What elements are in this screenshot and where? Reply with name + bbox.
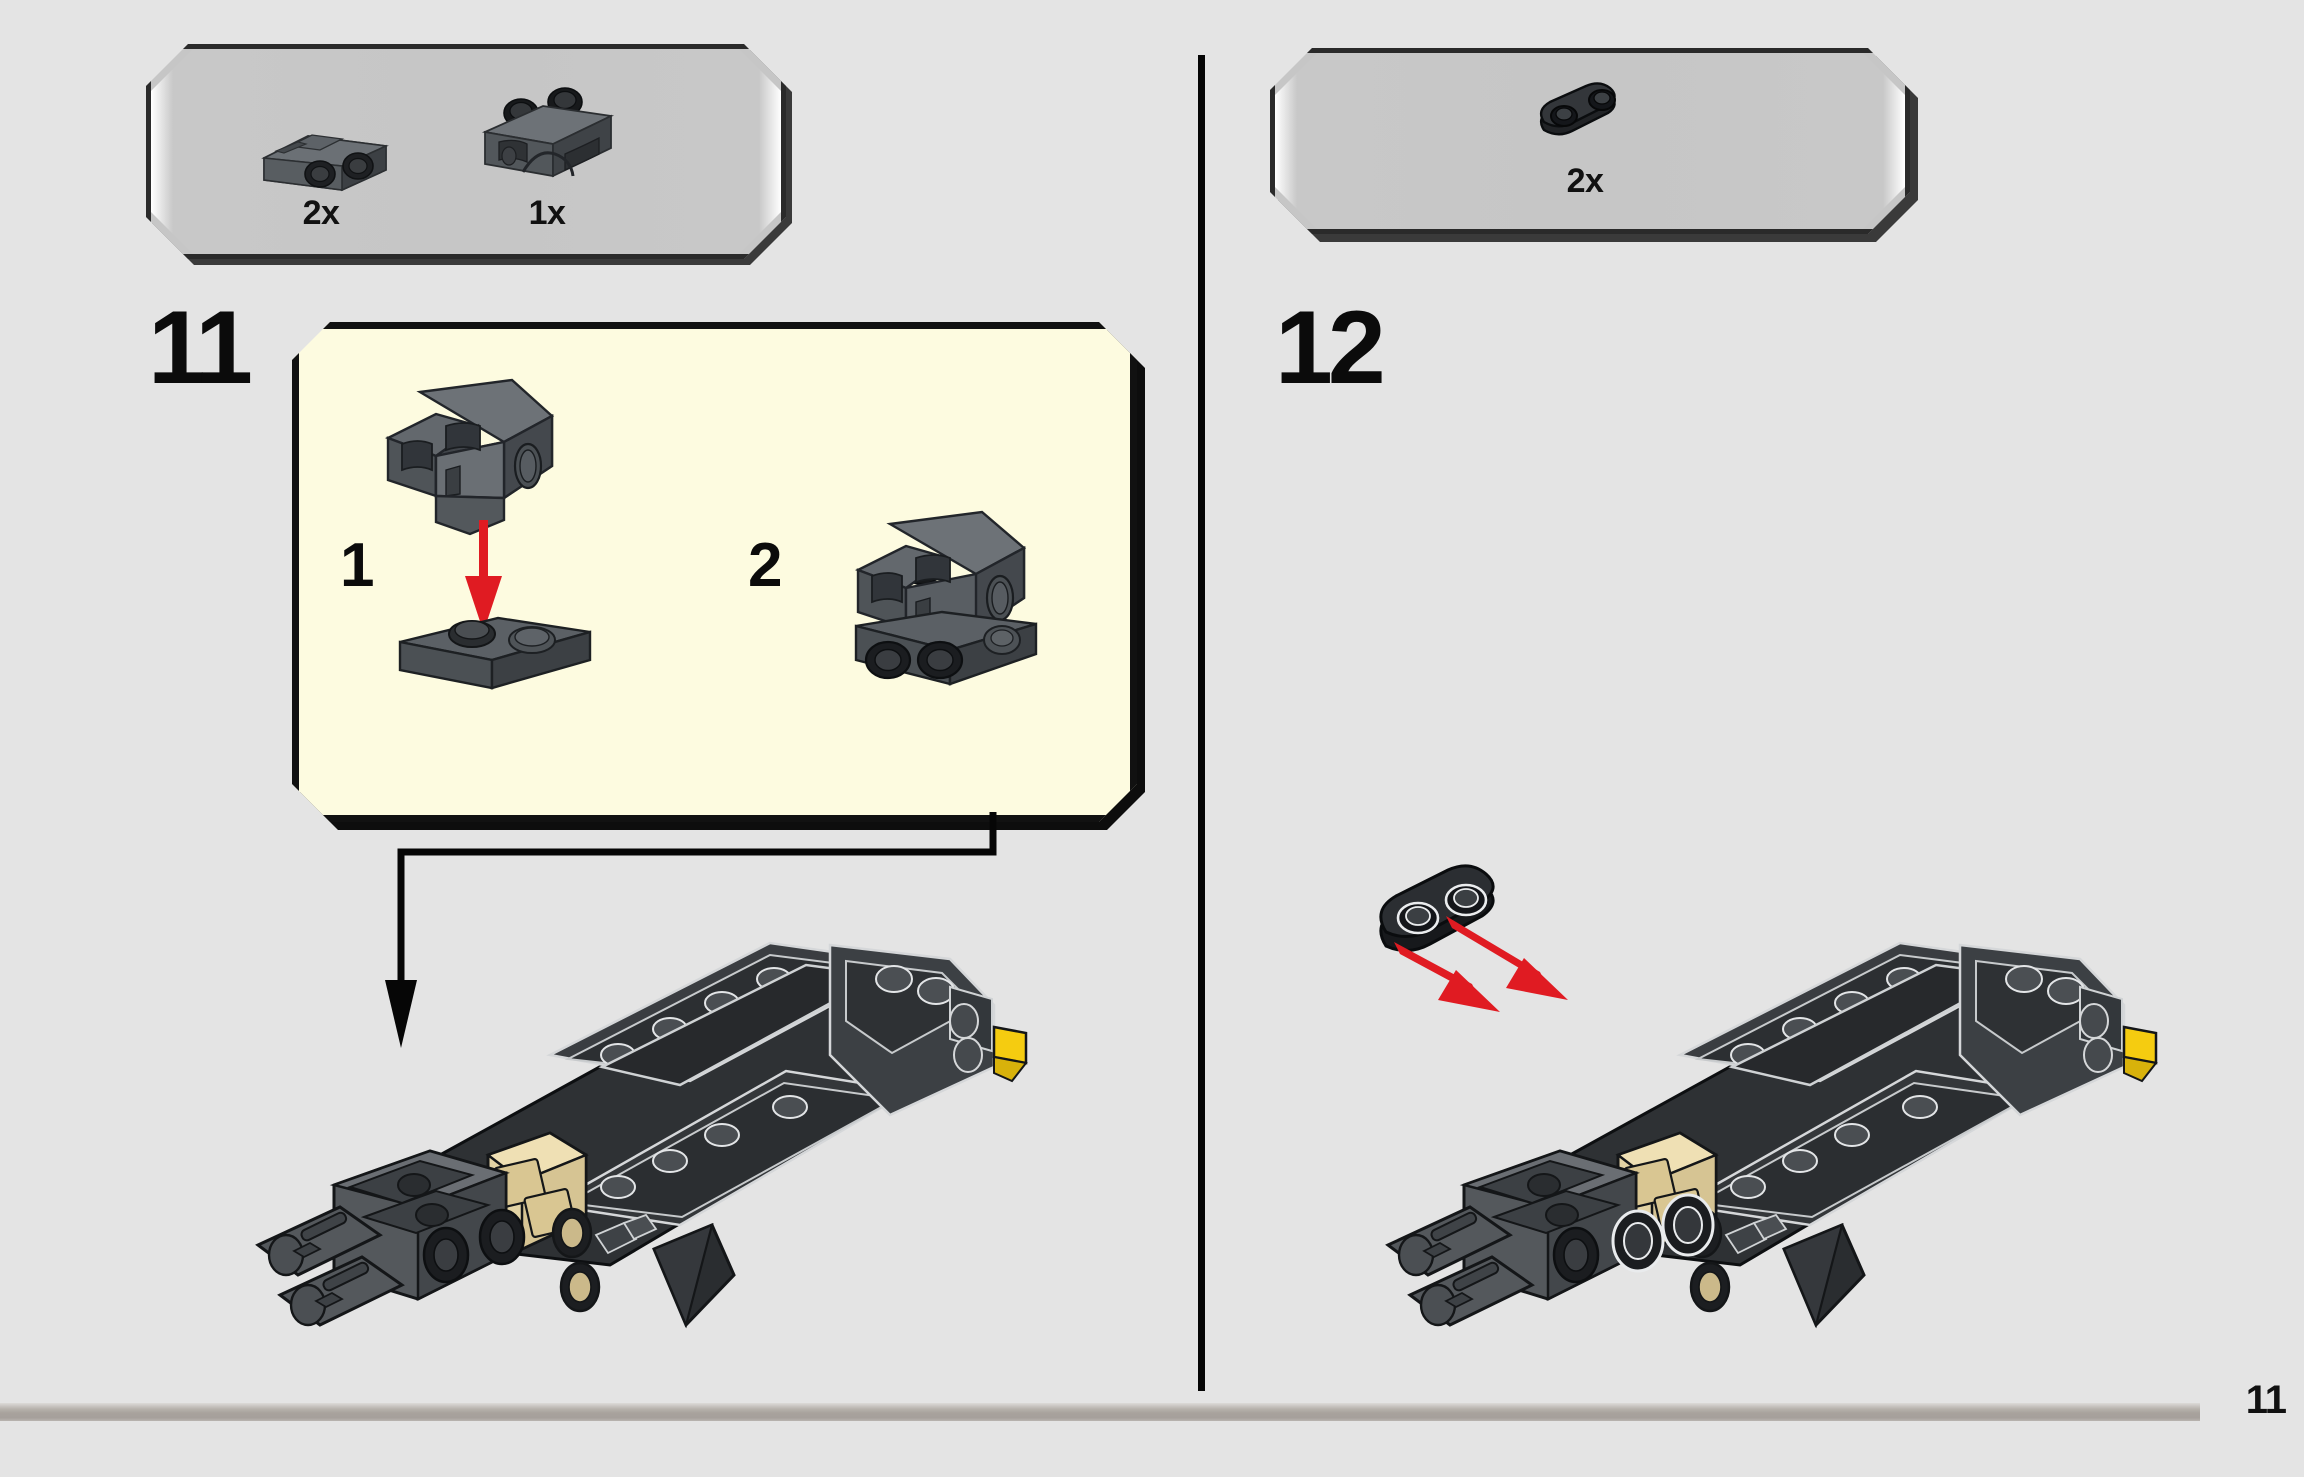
parts-callout-step-11-fill xyxy=(151,49,781,254)
part-entry-step12-0: 2x xyxy=(1490,82,1680,201)
parts-callout-step-12 xyxy=(1270,48,1910,234)
model-step-11 xyxy=(255,941,1028,1329)
step-number-12: 12 xyxy=(1275,290,1386,406)
model-step-12 xyxy=(1385,941,2158,1329)
substep-number-1: 1 xyxy=(340,531,375,600)
part-entry-step11-0: 2x xyxy=(236,104,406,233)
black-round-plate-1x2-floating xyxy=(1379,864,1495,952)
part-count-label: 2x xyxy=(302,194,340,232)
part-count-label: 1x xyxy=(528,194,566,232)
substep-1-red-arrow xyxy=(465,520,502,632)
dark-gray-bracket-1x2-plate-icon xyxy=(261,134,389,192)
sub-assembly-callout-step-11 xyxy=(292,322,1137,822)
part-entry-step11-1: 1x xyxy=(452,80,642,233)
substep-1-lower-part xyxy=(398,616,592,690)
parts-callout-step-12-fill xyxy=(1275,53,1905,229)
footer-rule xyxy=(0,1403,2200,1421)
step-number-11: 11 xyxy=(148,290,253,406)
part-count-label: 2x xyxy=(1566,162,1604,200)
substep-1-artwork xyxy=(385,378,592,690)
red-arrow-upper xyxy=(1446,916,1568,1000)
black-round-plate-1x2-icon xyxy=(1539,82,1616,136)
gray-technic-angled-bracket-icon xyxy=(481,87,614,178)
page-number: 11 xyxy=(2245,1378,2287,1422)
red-arrow-lower xyxy=(1394,942,1500,1012)
substep-2-artwork xyxy=(854,510,1038,686)
substep-1-upper-part xyxy=(385,378,555,536)
step-12-floating-part-and-arrows xyxy=(1379,864,1568,1012)
parts-callout-step-11 xyxy=(146,44,786,259)
column-divider xyxy=(1198,55,1205,1391)
substep-number-2: 2 xyxy=(748,531,783,600)
